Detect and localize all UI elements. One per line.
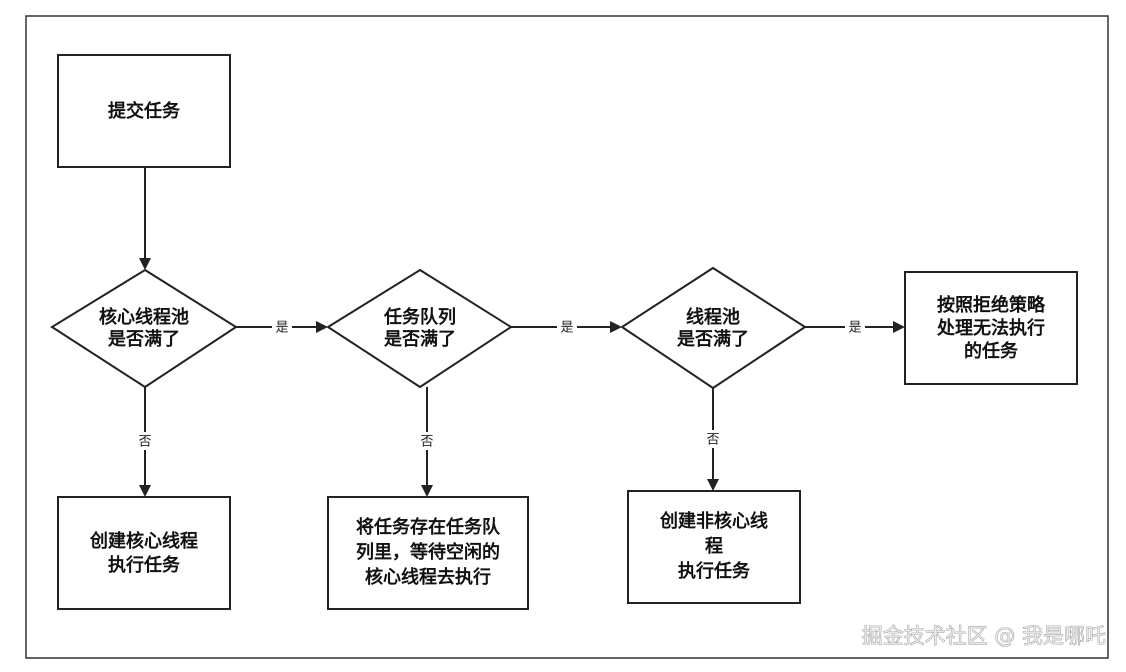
edge-label-queue-no: 否 bbox=[420, 435, 433, 450]
submit-task-label: 提交任务 bbox=[108, 100, 181, 122]
store-in-queue-line-1: 将任务存在任务队 bbox=[356, 516, 501, 538]
queue-full-decision bbox=[326, 268, 513, 389]
outer-frame bbox=[25, 15, 1109, 659]
store-in-queue-box bbox=[327, 496, 529, 610]
create-core-thread-line-2: 执行任务 bbox=[108, 554, 181, 576]
store-in-queue-line-3: 核心线程去执行 bbox=[365, 566, 491, 588]
create-core-thread-box bbox=[57, 496, 231, 610]
pool-full-line-2: 是否满了 bbox=[676, 328, 749, 350]
create-noncore-thread-line-1: 创建非核心线 bbox=[659, 510, 768, 532]
edge-label-pool-yes: 是 bbox=[848, 321, 861, 336]
edge-label-queue-yes: 是 bbox=[560, 321, 573, 336]
queue-full-line-2: 是否满了 bbox=[383, 328, 456, 350]
queue-full-line-1: 任务队列 bbox=[383, 306, 456, 328]
pool-full-line-1: 线程池 bbox=[686, 306, 740, 328]
create-noncore-thread-box bbox=[627, 490, 801, 604]
pool-full-decision bbox=[620, 266, 807, 390]
reject-policy-line-2: 处理无法执行 bbox=[936, 317, 1045, 339]
create-noncore-thread-line-3: 执行任务 bbox=[678, 560, 751, 582]
edge-label-pool-no: 否 bbox=[706, 433, 719, 448]
reject-policy-line-1: 按照拒绝策略 bbox=[937, 294, 1046, 316]
watermark-text: 掘金技术社区 @ 我是哪吒 bbox=[862, 624, 1106, 648]
create-core-thread-line-1: 创建核心线程 bbox=[89, 530, 198, 552]
create-noncore-thread-line-2: 程 bbox=[705, 536, 723, 557]
core-pool-full-line-1: 核心线程池 bbox=[99, 306, 189, 328]
edge-label-core-no: 否 bbox=[138, 435, 151, 450]
reject-policy-line-3: 的任务 bbox=[964, 340, 1019, 362]
store-in-queue-line-2: 列里，等待空闲的 bbox=[356, 541, 500, 563]
edge-label-core-yes: 是 bbox=[275, 321, 288, 336]
core-pool-full-line-2: 是否满了 bbox=[107, 328, 180, 350]
reject-policy-box bbox=[904, 271, 1078, 385]
